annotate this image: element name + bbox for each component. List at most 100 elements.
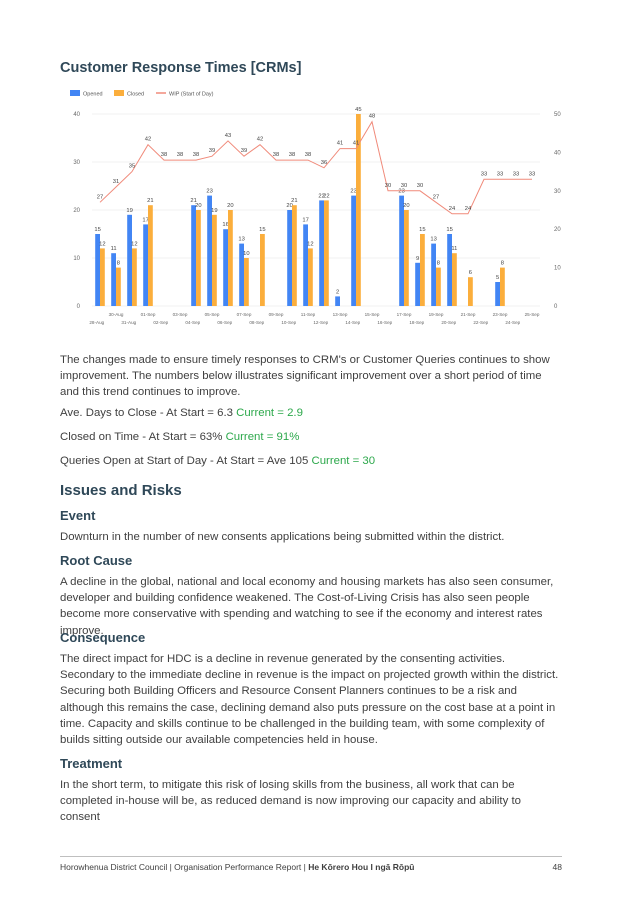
- intro-paragraph: The changes made to ensure timely respon…: [60, 354, 550, 399]
- x-tick-label: 24-Sep: [505, 320, 520, 325]
- wip-point-label: 27: [97, 194, 103, 200]
- consequence-heading: Consequence: [60, 630, 146, 645]
- x-tick-label: 16-Sep: [377, 320, 392, 325]
- bar-label-closed: 20: [195, 203, 201, 209]
- wip-point-label: 30: [385, 183, 391, 189]
- footer-divider: [60, 856, 562, 857]
- bar-opened: [495, 282, 500, 306]
- bar-label-opened: 17: [302, 217, 308, 223]
- y-left-tick: 30: [73, 160, 80, 166]
- wip-point-label: 33: [513, 171, 519, 177]
- bar-closed: [212, 214, 217, 306]
- footer-text: Horowhenua District Council | Organisati…: [60, 862, 309, 872]
- bar-label-opened: 13: [430, 237, 436, 243]
- wip-point-label: 48: [369, 114, 375, 120]
- y-left-tick: 20: [73, 208, 80, 214]
- x-tick-label: 28-Aug: [89, 320, 104, 325]
- bar-label-opened: 19: [126, 208, 132, 214]
- bar-label-closed: 21: [291, 198, 297, 204]
- bar-opened: [95, 234, 100, 306]
- wip-point-label: 42: [145, 137, 151, 143]
- bar-opened: [143, 224, 148, 306]
- wip-point-label: 42: [257, 137, 263, 143]
- bar-closed: [132, 248, 137, 306]
- bar-label-opened: 23: [350, 189, 356, 195]
- y-right-tick: 20: [554, 227, 561, 233]
- wip-point-label: 27: [433, 194, 439, 200]
- x-tick-label: 22-Sep: [473, 320, 488, 325]
- y-right-tick: 50: [554, 112, 561, 118]
- bar-closed: [356, 114, 361, 306]
- bar-opened: [415, 262, 420, 306]
- x-tick-label: 09-Sep: [269, 312, 284, 317]
- event-heading: Event: [60, 508, 96, 523]
- wip-point-label: 38: [289, 152, 295, 158]
- wip-point-label: 38: [305, 152, 311, 158]
- bar-closed: [292, 205, 297, 306]
- x-tick-label: 02-Sep: [153, 320, 168, 325]
- consequence-text: The direct impact for HDC is a decline i…: [60, 653, 559, 747]
- metric-closed-on-time: Closed on Time - At Start = 63% Current …: [60, 431, 299, 443]
- bar-opened: [399, 195, 404, 306]
- bar-opened: [319, 200, 324, 306]
- bar-label-opened: 17: [142, 217, 148, 223]
- x-tick-label: 30-Aug: [109, 312, 124, 317]
- legend-swatch: [114, 90, 124, 96]
- x-tick-label: 20-Sep: [441, 320, 456, 325]
- x-tick-label: 05-Sep: [205, 312, 220, 317]
- bar-opened: [191, 205, 196, 306]
- wip-point-label: 31: [113, 179, 119, 185]
- bar-label-opened: 11: [111, 246, 117, 252]
- bar-closed: [500, 267, 505, 306]
- metric-days-to-close: Ave. Days to Close - At Start = 6.3 Curr…: [60, 407, 303, 419]
- x-tick-label: 31-Aug: [121, 320, 136, 325]
- metric-queries-open: Queries Open at Start of Day - At Start …: [60, 455, 375, 467]
- x-tick-label: 03-Sep: [173, 312, 188, 317]
- x-tick-label: 04-Sep: [185, 320, 200, 325]
- wip-point-label: 43: [225, 133, 231, 139]
- bar-closed: [468, 277, 473, 306]
- bar-label-closed: 8: [501, 261, 504, 267]
- bar-label-opened: 15: [94, 227, 100, 233]
- wip-point-label: 38: [273, 152, 279, 158]
- bar-label-opened: 15: [446, 227, 452, 233]
- bar-label-opened: 21: [190, 198, 196, 204]
- metric-current: Current = 30: [311, 455, 376, 467]
- y-left-tick: 40: [73, 112, 80, 118]
- root-cause-heading: Root Cause: [60, 553, 133, 568]
- bar-closed: [260, 234, 265, 306]
- bar-opened: [223, 229, 228, 306]
- wip-point-label: 36: [321, 160, 327, 166]
- wip-point-label: 33: [529, 171, 535, 177]
- bar-label-opened: 22: [318, 193, 324, 199]
- chart-title: Customer Response Times [CRMs]: [60, 60, 302, 76]
- bar-closed: [324, 200, 329, 306]
- metric-label: Ave. Days to Close - At Start = 6.3: [60, 407, 237, 419]
- wip-point-label: 39: [241, 148, 247, 154]
- bar-opened: [239, 243, 244, 306]
- x-tick-label: 25-Sep: [525, 312, 540, 317]
- bar-closed: [228, 210, 233, 306]
- bar-closed: [148, 205, 153, 306]
- bar-opened: [127, 214, 132, 306]
- legend-swatch: [70, 90, 80, 96]
- bar-label-closed: 15: [259, 227, 265, 233]
- bar-label-closed: 19: [211, 208, 217, 214]
- x-tick-label: 18-Sep: [409, 320, 424, 325]
- wip-point-label: 41: [337, 141, 343, 147]
- bar-label-opened: 23: [398, 189, 404, 195]
- x-tick-label: 10-Sep: [281, 320, 296, 325]
- y-right-tick: 10: [554, 266, 561, 272]
- footer-bold: He Kōrero Hou I ngā Rōpū: [308, 862, 415, 872]
- bar-closed: [404, 210, 409, 306]
- bar-label-closed: 45: [355, 107, 361, 113]
- bar-label-closed: 12: [307, 241, 313, 247]
- x-tick-label: 12-Sep: [313, 320, 328, 325]
- bar-closed: [452, 253, 457, 306]
- bar-opened: [303, 224, 308, 306]
- bar-closed: [196, 210, 201, 306]
- wip-point-label: 39: [209, 148, 215, 154]
- wip-point-label: 38: [161, 152, 167, 158]
- wip-point-label: 38: [193, 152, 199, 158]
